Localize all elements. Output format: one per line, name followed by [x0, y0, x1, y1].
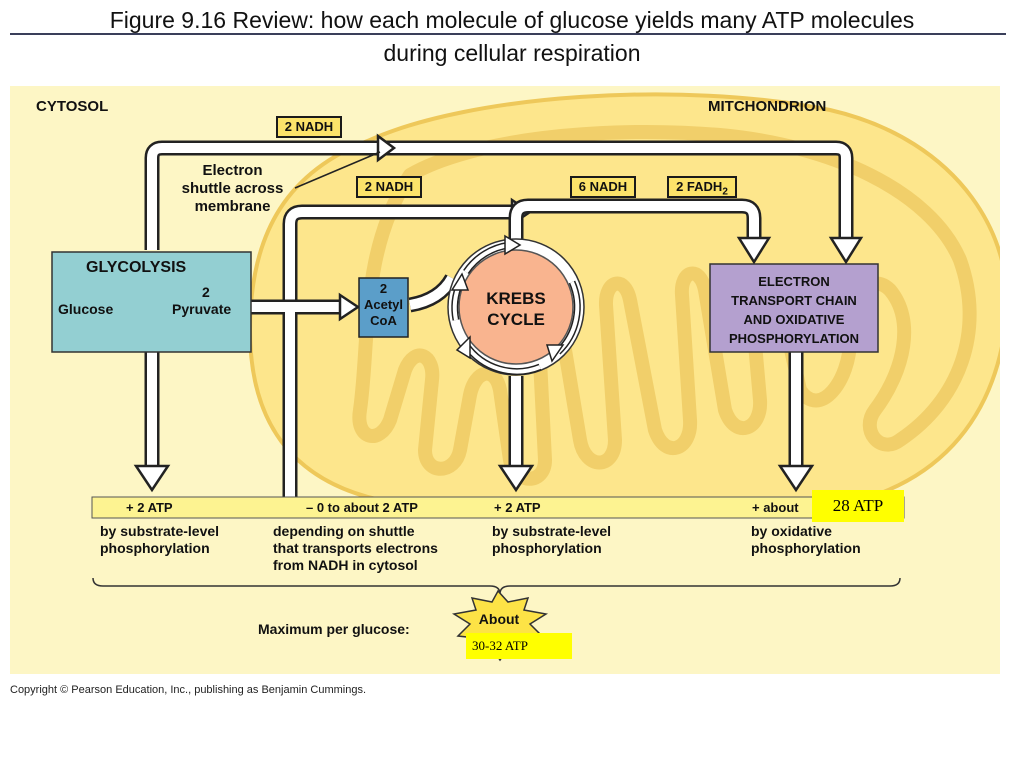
- note-krebs: by substrate-level phosphorylation: [492, 523, 611, 557]
- cytosol-label: CYTOSOL: [36, 98, 109, 115]
- note-shuttle-line2: that transports electrons: [273, 540, 438, 556]
- note-oxidative-line2: phosphorylation: [751, 540, 861, 556]
- note-shuttle-line3: from NADH in cytosol: [273, 557, 418, 573]
- note-oxidative-line1: by oxidative: [751, 523, 832, 539]
- note-glycolysis-line1: by substrate-level: [100, 523, 220, 539]
- shuttle-pointer-line: [294, 151, 381, 189]
- etc-line4: PHOSPHORYLATION: [728, 331, 859, 346]
- nadh-top-tag: 2 NADH: [276, 116, 342, 138]
- atp-oxidative-overlay: 28 ATP: [812, 490, 904, 522]
- shuttle-label-line1: Electron: [202, 162, 263, 179]
- note-glycolysis-line2: phosphorylation: [100, 540, 210, 556]
- figure-title-line1: Figure 9.16 Review: how each molecule of…: [109, 7, 915, 33]
- total-bracket: [92, 577, 901, 595]
- glycolysis-title: GLYCOLYSIS: [86, 259, 187, 276]
- fadh2-tag: 2 FADH2: [667, 176, 737, 198]
- acetyl-count: 2: [379, 281, 388, 296]
- fadh2-subscript: 2: [722, 186, 728, 198]
- etc-line2: TRANSPORT CHAIN: [731, 293, 857, 308]
- atp-glycolysis: + 2 ATP: [126, 500, 173, 515]
- acetyl-line2: CoA: [370, 313, 397, 328]
- krebs-label: KREBS CYCLE: [466, 288, 566, 330]
- note-glycolysis: by substrate-level phosphorylation: [100, 523, 219, 557]
- atp-oxidative-prefix: + about: [752, 500, 799, 515]
- glucose-label: Glucose: [58, 301, 114, 317]
- atp-shuttle: – 0 to about 2 ATP: [306, 500, 418, 515]
- figure-title-line2: during cellular respiration: [383, 40, 641, 66]
- maximum-overlay: 30-32 ATP: [466, 633, 572, 659]
- acetyl-coa-box: [358, 277, 409, 338]
- note-shuttle: depending on shuttle that transports ele…: [273, 523, 438, 574]
- atp-bar: [91, 496, 905, 519]
- note-krebs-line1: by substrate-level: [492, 523, 612, 539]
- burst-about-text: About: [478, 611, 520, 627]
- note-krebs-line2: phosphorylation: [492, 540, 602, 556]
- flow-arrows: [127, 133, 864, 500]
- shuttle-label-line2: shuttle across: [181, 180, 284, 197]
- etc-line1: ELECTRON: [758, 274, 830, 289]
- nadh-krebs-tag: 6 NADH: [570, 176, 636, 198]
- note-oxidative: by oxidative phosphorylation: [751, 523, 861, 557]
- maximum-label: Maximum per glucose:: [258, 621, 410, 637]
- etc-label: ELECTRON TRANSPORT CHAIN AND OXIDATIVE P…: [710, 272, 878, 348]
- acetyl-coa-label: 2 Acetyl CoA: [359, 281, 408, 329]
- pyruvate-label: Pyruvate: [172, 301, 232, 317]
- inner-membrane: [352, 124, 977, 486]
- pyruvate-count: 2: [202, 284, 210, 300]
- mitochondrion-label: MITCHONDRION: [708, 98, 827, 115]
- atp-krebs: + 2 ATP: [494, 500, 541, 515]
- nadh-mid-tag: 2 NADH: [356, 176, 422, 198]
- note-shuttle-line1: depending on shuttle: [273, 523, 415, 539]
- title-rule: [10, 33, 1006, 35]
- glycolysis-box: [51, 251, 252, 353]
- krebs-line2: CYCLE: [487, 310, 545, 329]
- fadh2-text: 2 FADH: [676, 179, 723, 194]
- shuttle-label-line3: membrane: [194, 198, 271, 215]
- etc-line3: AND OXIDATIVE: [743, 312, 845, 327]
- acetyl-line1: Acetyl: [363, 297, 404, 312]
- electron-shuttle-label: Electron shuttle across membrane: [160, 162, 305, 216]
- copyright-notice: Copyright © Pearson Education, Inc., pub…: [10, 684, 367, 696]
- krebs-cycle: [447, 234, 585, 376]
- krebs-line1: KREBS: [486, 289, 546, 308]
- etc-box: [709, 263, 879, 353]
